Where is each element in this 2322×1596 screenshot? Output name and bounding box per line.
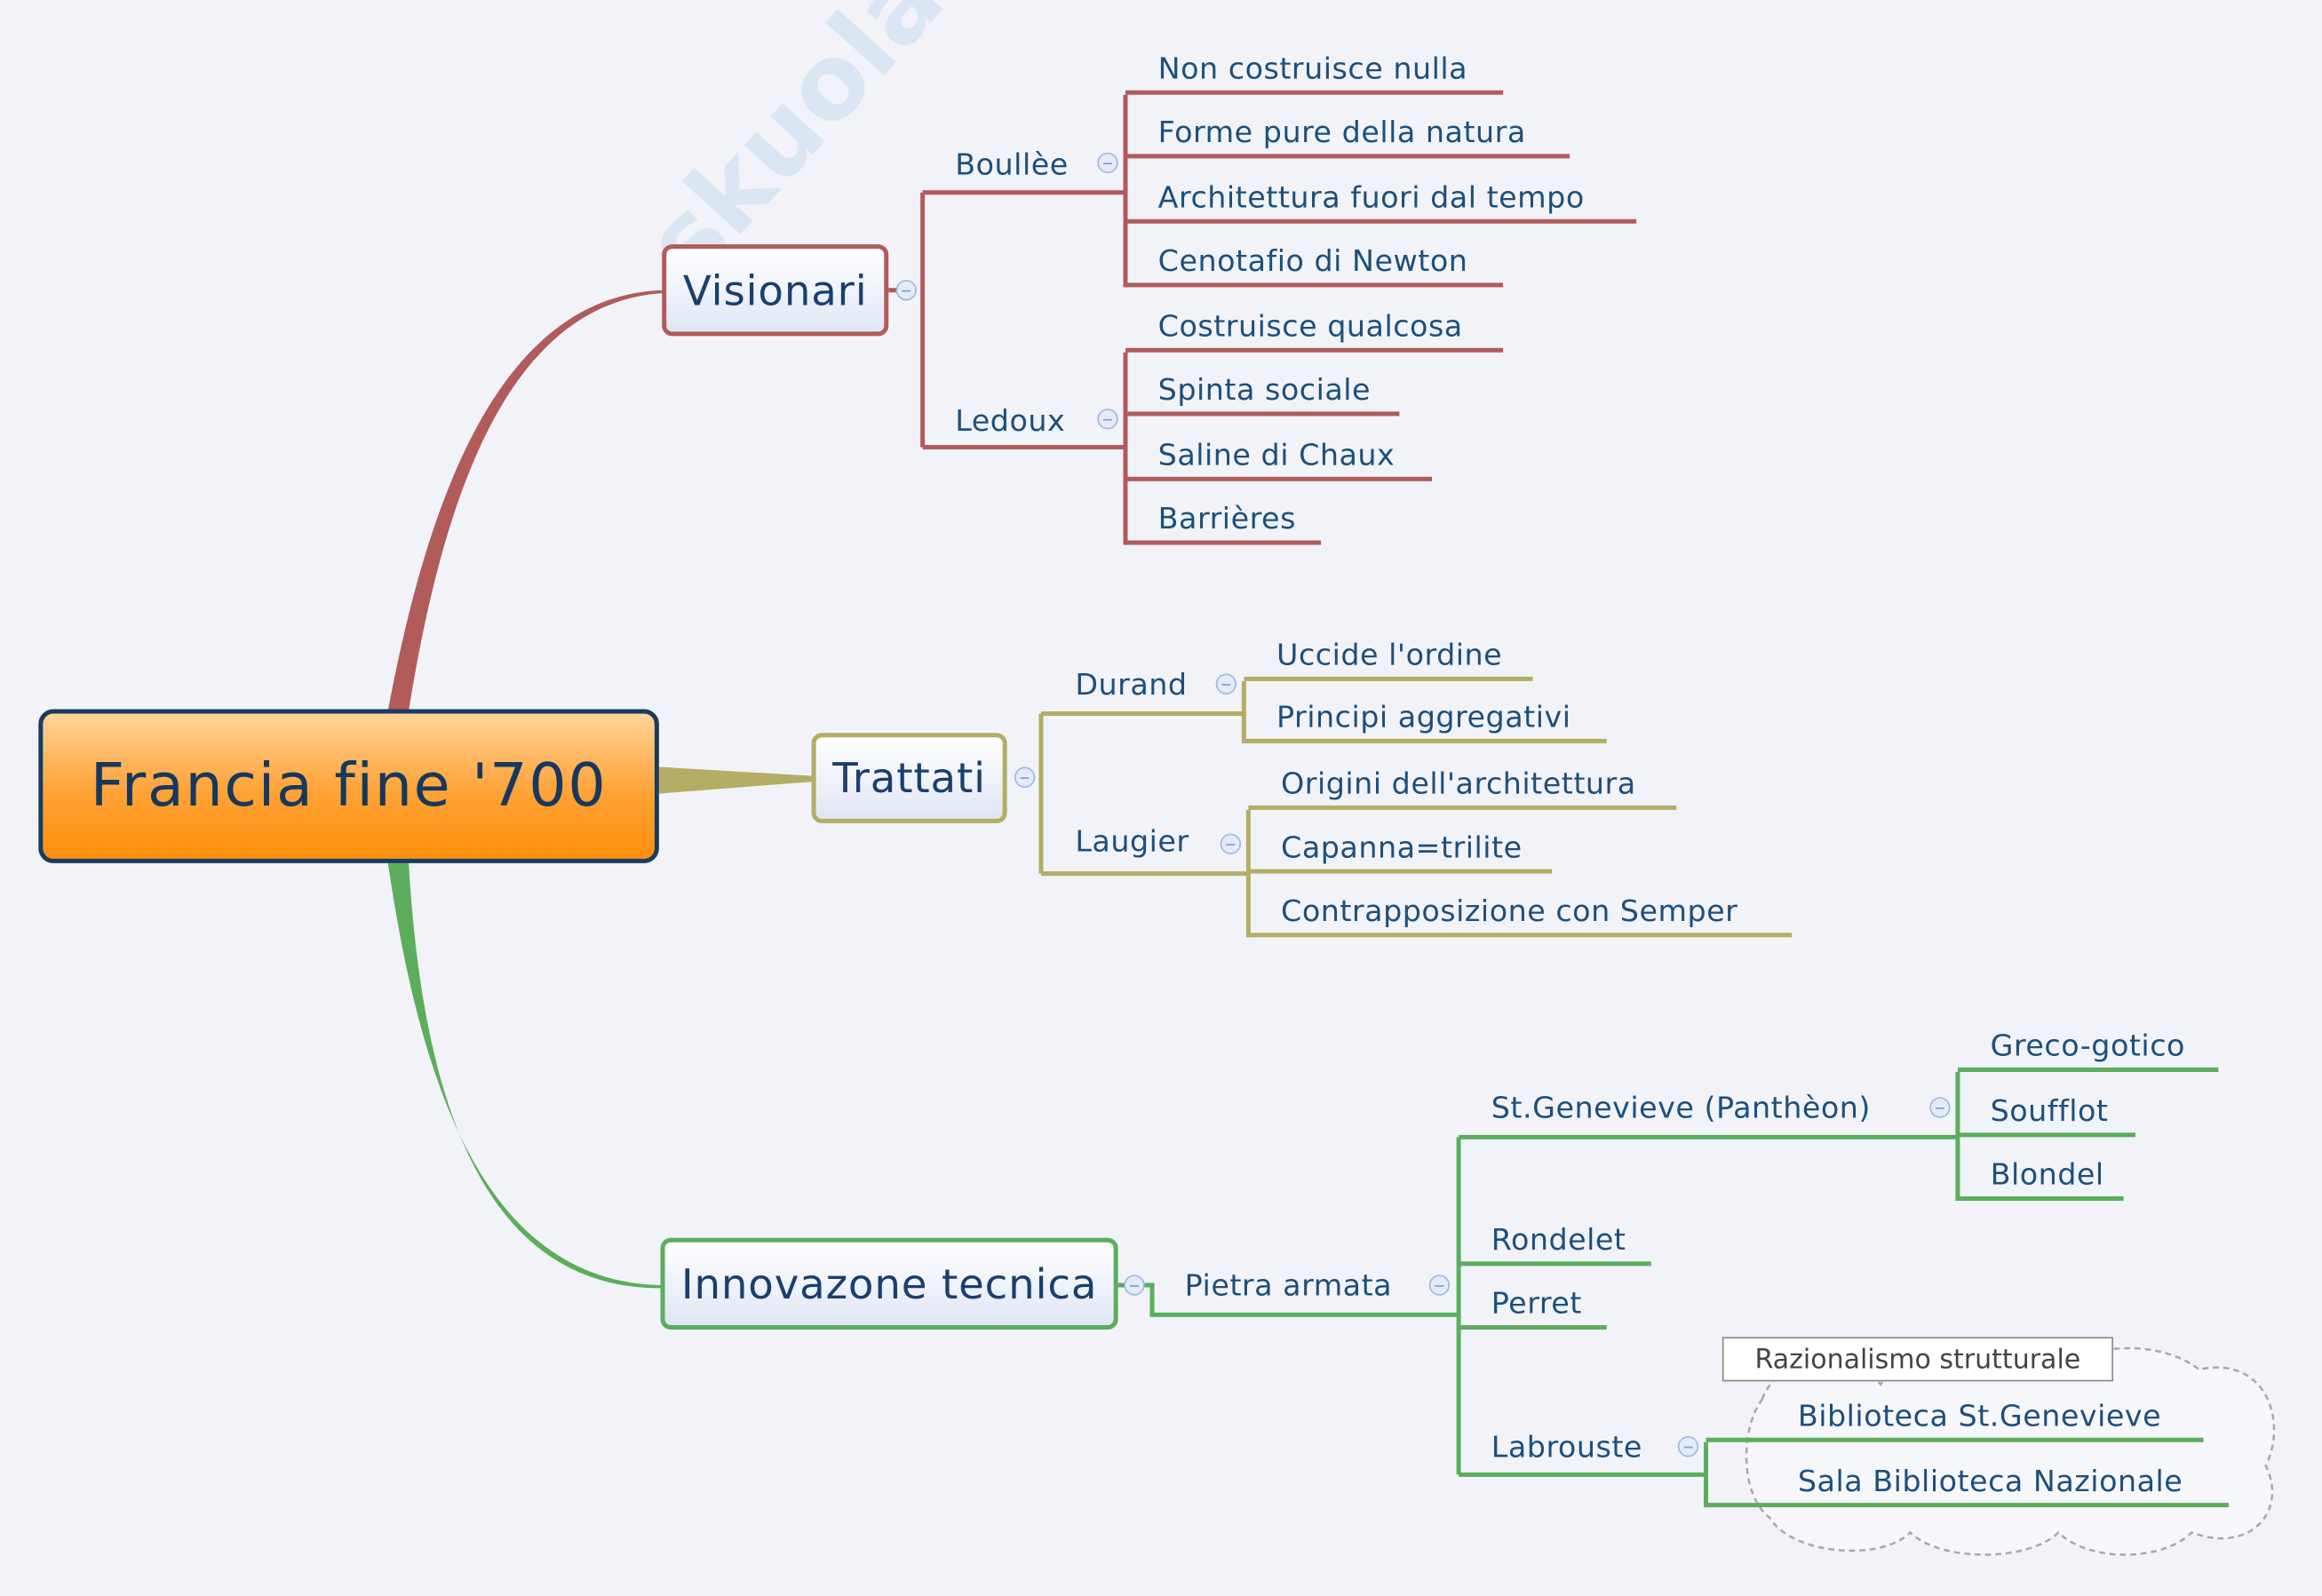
leaf-topic[interactable]: Sala Biblioteca Nazionale bbox=[1706, 1457, 2229, 1508]
topic-label: Innovazone tecnica bbox=[680, 1259, 1098, 1308]
collapse-icon[interactable] bbox=[1428, 1274, 1451, 1296]
collapse-icon[interactable] bbox=[1215, 673, 1237, 695]
collapse-icon[interactable] bbox=[1220, 833, 1242, 854]
subtopic-pietra-armata[interactable]: Pietra armata bbox=[1184, 1267, 1393, 1304]
boundary-label[interactable]: Razionalismo strutturale bbox=[1722, 1337, 2113, 1382]
central-topic-label: Francia fine '700 bbox=[90, 751, 608, 821]
topic-label: Trattati bbox=[832, 753, 986, 803]
leaf-topic[interactable]: Cenotafio di Newton bbox=[1125, 237, 1504, 288]
subtopic-durand[interactable]: Durand bbox=[1075, 666, 1188, 703]
branch-innovazione bbox=[387, 862, 661, 1289]
topic-innovazione-tecnica[interactable]: Innovazone tecnica bbox=[660, 1237, 1118, 1330]
branch-visionari bbox=[387, 290, 663, 711]
leaf-topic[interactable]: Spinta sociale bbox=[1125, 366, 1400, 417]
subtopic-laugier[interactable]: Laugier bbox=[1075, 822, 1189, 859]
collapse-icon[interactable] bbox=[1097, 152, 1118, 174]
leaf-topic[interactable]: Saline di Chaux bbox=[1125, 431, 1433, 481]
leaf-topic[interactable]: Greco-gotico bbox=[1957, 1021, 2219, 1072]
collapse-icon[interactable] bbox=[1929, 1097, 1951, 1118]
collapse-icon[interactable] bbox=[1124, 1274, 1145, 1296]
leaf-topic[interactable]: Costruisce qualcosa bbox=[1125, 302, 1504, 353]
leaf-topic[interactable]: Forme pure della natura bbox=[1125, 108, 1571, 159]
leaf-topic[interactable]: Biblioteca St.Genevieve bbox=[1706, 1392, 2204, 1442]
leaf-topic[interactable]: Uccide l'ordine bbox=[1244, 631, 1533, 681]
leaf-topic[interactable]: Soufflot bbox=[1957, 1087, 2135, 1138]
leaf-topic[interactable]: Contrapposizione con Semper bbox=[1248, 887, 1793, 938]
leaf-topic[interactable]: Origini dell'architettura bbox=[1248, 759, 1677, 810]
topic-trattati[interactable]: Trattati bbox=[811, 733, 1007, 823]
leaf-topic[interactable]: Barrières bbox=[1125, 495, 1322, 545]
central-topic[interactable]: Francia fine '700 bbox=[38, 709, 659, 863]
topic-label: Visionari bbox=[682, 266, 868, 315]
leaf-topic[interactable]: Non costruisce nulla bbox=[1125, 44, 1504, 95]
collapse-icon[interactable] bbox=[1677, 1436, 1699, 1457]
collapse-icon[interactable] bbox=[895, 280, 917, 301]
subtopic-labrouste[interactable]: Labrouste bbox=[1491, 1428, 1642, 1465]
leaf-topic[interactable]: Principi aggregativi bbox=[1244, 693, 1607, 743]
leaf-topic[interactable]: Perret bbox=[1459, 1279, 1607, 1330]
subtopic-boullee[interactable]: Boullèe bbox=[955, 147, 1069, 183]
topic-visionari[interactable]: Visionari bbox=[662, 244, 889, 337]
branch-trattati bbox=[658, 766, 812, 794]
leaf-topic[interactable]: Architettura fuori dal tempo bbox=[1125, 173, 1637, 224]
collapse-icon[interactable] bbox=[1014, 766, 1036, 788]
leaf-topic[interactable]: Blondel bbox=[1957, 1150, 2124, 1202]
collapse-icon[interactable] bbox=[1097, 409, 1118, 430]
leaf-topic[interactable]: Capanna=trilite bbox=[1248, 823, 1553, 874]
subtopic-st-genevieve[interactable]: St.Genevieve (Panthèon) bbox=[1491, 1089, 1871, 1125]
leaf-topic[interactable]: Rondelet bbox=[1459, 1216, 1651, 1266]
subtopic-ledoux[interactable]: Ledoux bbox=[955, 402, 1066, 439]
